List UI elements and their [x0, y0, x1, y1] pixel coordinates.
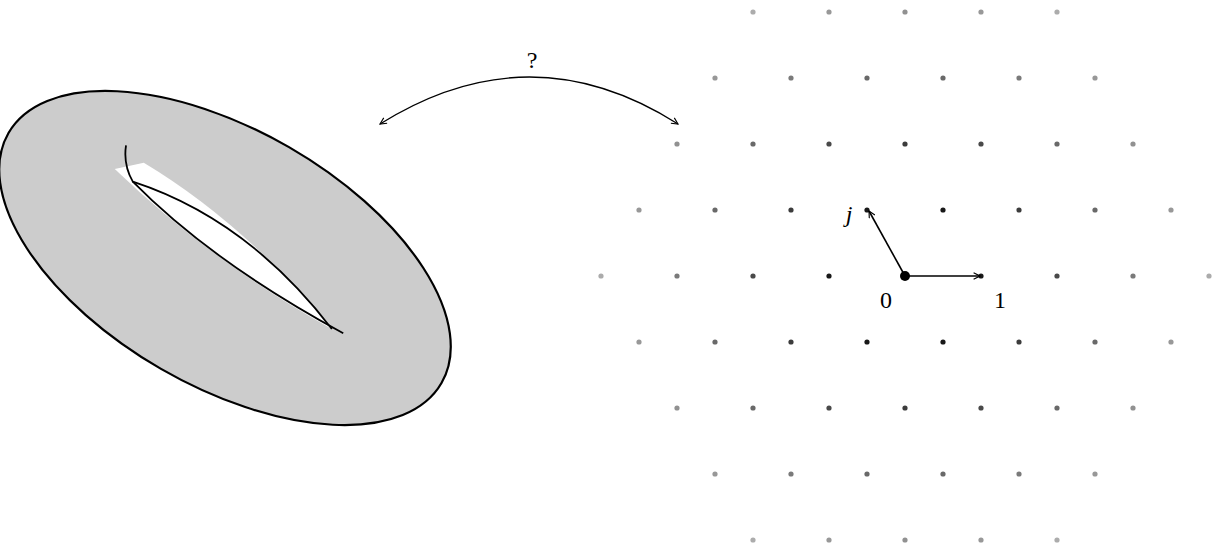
lattice-point	[788, 207, 793, 212]
lattice-point	[712, 471, 717, 476]
question-label: ?	[527, 48, 538, 72]
point-label: j	[846, 202, 853, 226]
lattice-point	[1168, 339, 1173, 344]
lattice-point	[712, 339, 717, 344]
lattice-point	[902, 141, 907, 146]
lattice-point	[940, 339, 945, 344]
lattice-point	[750, 273, 755, 278]
lattice-point	[674, 405, 679, 410]
lattice-point	[940, 471, 945, 476]
lattice-point	[940, 75, 945, 80]
lattice-point	[1092, 207, 1097, 212]
lattice-point	[1092, 471, 1097, 476]
lattice-point	[978, 405, 983, 410]
lattice-point	[940, 207, 945, 212]
lattice-point	[864, 339, 869, 344]
torus-lower-lip	[120, 182, 357, 334]
lattice-point	[1054, 537, 1059, 542]
lattice-point	[1054, 141, 1059, 146]
lattice-point	[674, 273, 679, 278]
torus-upper-lip	[98, 145, 360, 328]
torus	[0, 22, 506, 494]
lattice-point	[712, 207, 717, 212]
lattice-point	[826, 537, 831, 542]
lattice-point	[902, 405, 907, 410]
lattice-point	[636, 339, 641, 344]
lattice-point	[864, 75, 869, 80]
lattice-point	[826, 9, 831, 14]
correspondence-arrow	[380, 77, 678, 124]
lattice-point	[978, 141, 983, 146]
lattice-point	[902, 537, 907, 542]
lattice-point	[1016, 207, 1021, 212]
lattice	[598, 9, 1211, 542]
lattice-point	[1168, 207, 1173, 212]
lattice-point	[1206, 273, 1211, 278]
lattice-point	[826, 405, 831, 410]
origin-point	[900, 271, 910, 281]
lattice-point	[1054, 273, 1059, 278]
lattice-point	[1016, 471, 1021, 476]
torus-hole	[100, 152, 357, 329]
basis-vector	[869, 211, 905, 276]
lattice-point	[636, 207, 641, 212]
lattice-point	[1130, 141, 1135, 146]
lattice-point	[750, 405, 755, 410]
basis-vector	[905, 275, 980, 277]
lattice-point	[1092, 339, 1097, 344]
lattice-point	[826, 141, 831, 146]
lattice-point	[750, 9, 755, 14]
point-label: 1	[994, 288, 1006, 312]
lattice-point	[788, 339, 793, 344]
lattice-point	[1130, 405, 1135, 410]
lattice-point	[712, 75, 717, 80]
lattice-point	[978, 537, 983, 542]
lattice-point	[978, 9, 983, 14]
lattice-point	[750, 141, 755, 146]
lattice-point	[598, 273, 603, 278]
lattice-point	[826, 273, 831, 278]
lattice-point	[788, 75, 793, 80]
lattice-point	[788, 471, 793, 476]
lattice-point	[1016, 75, 1021, 80]
lattice-point	[750, 537, 755, 542]
torus-outline	[0, 22, 506, 494]
lattice-point	[864, 471, 869, 476]
lattice-point	[674, 141, 679, 146]
lattice-point	[1130, 273, 1135, 278]
lattice-point	[902, 9, 907, 14]
lattice-point	[1092, 75, 1097, 80]
point-label: 0	[880, 288, 892, 312]
lattice-point	[1054, 9, 1059, 14]
lattice-point	[1054, 405, 1059, 410]
lattice-point	[1016, 339, 1021, 344]
